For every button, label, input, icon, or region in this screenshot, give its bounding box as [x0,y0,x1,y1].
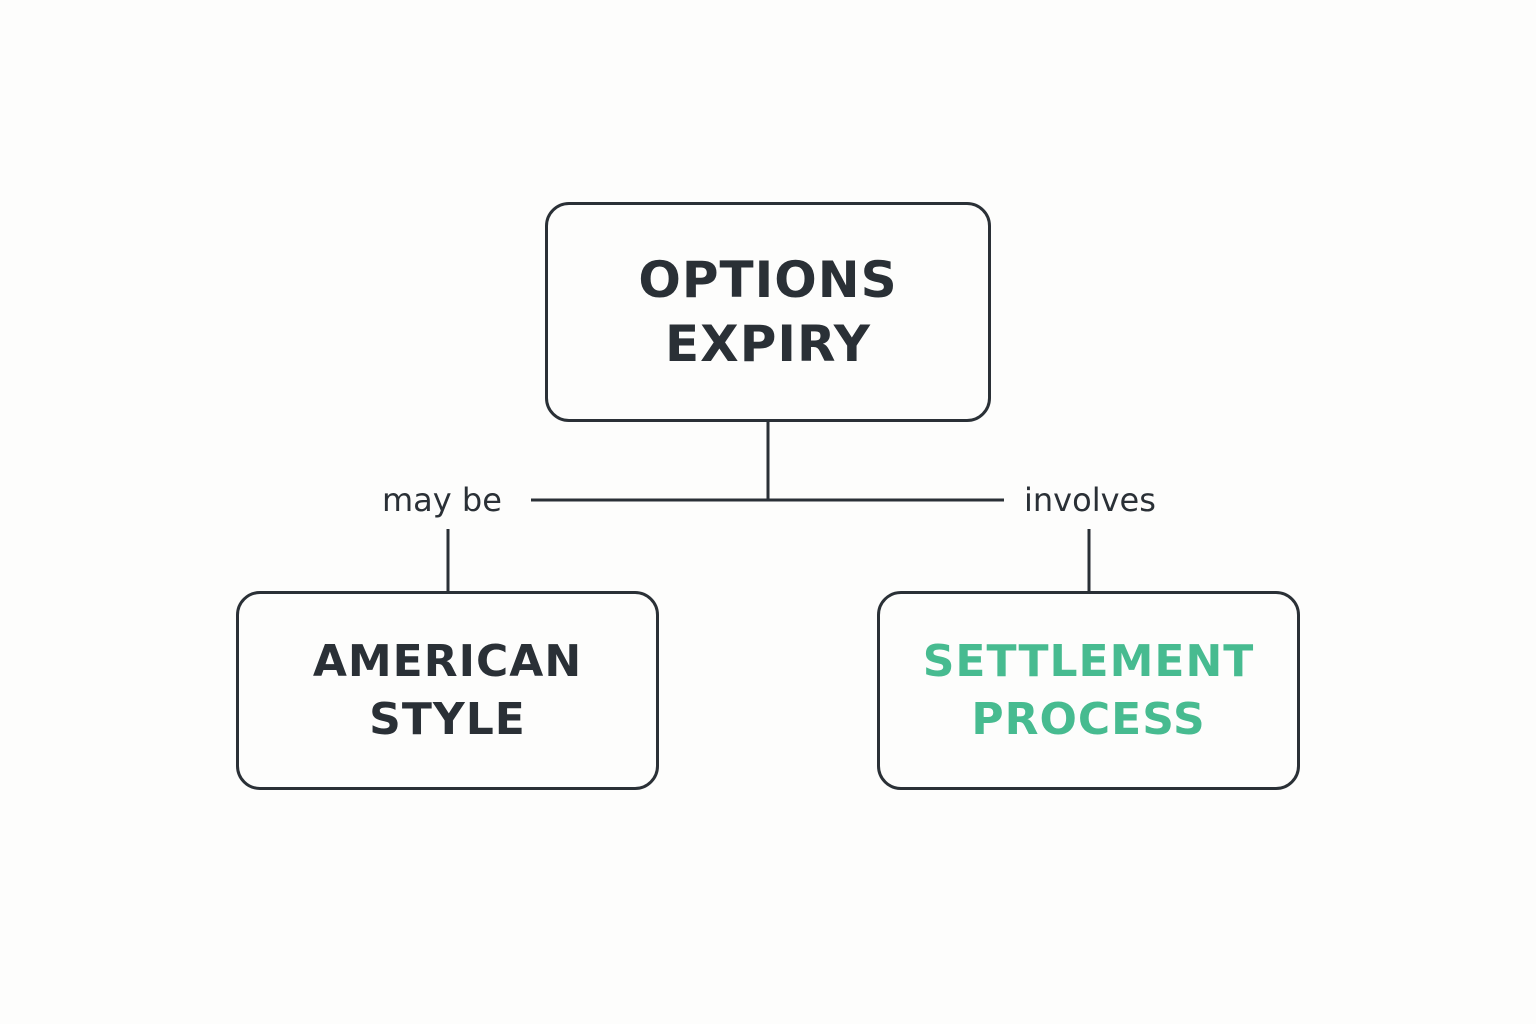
node-title-line: SETTLEMENT [922,635,1255,687]
edge-label-involves: involves [1024,481,1156,519]
settlement-process-node: SETTLEMENT PROCESS [877,591,1300,790]
american-style-node: AMERICAN STYLE [236,591,659,790]
node-title-line: OPTIONS [638,251,898,309]
options-expiry-node: OPTIONS EXPIRY [545,202,991,422]
node-title-line: PROCESS [971,693,1206,745]
node-title-line: EXPIRY [665,315,871,373]
node-title-line: STYLE [369,693,526,745]
node-title-line: AMERICAN [312,635,583,687]
edge-label-may-be: may be [382,481,502,519]
